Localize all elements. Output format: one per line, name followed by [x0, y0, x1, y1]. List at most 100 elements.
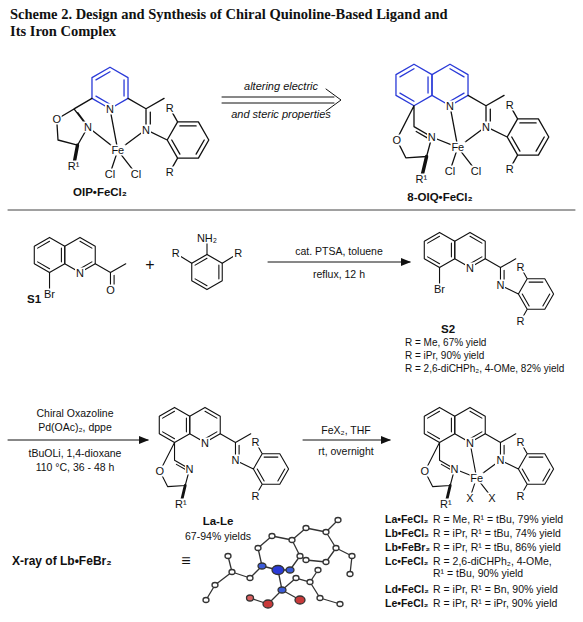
atom-label: R — [516, 262, 526, 273]
oiq-complex — [396, 64, 549, 178]
structure-stroke — [315, 568, 321, 573]
compound-label: La•FeCl₂ — [385, 513, 428, 525]
structure-stroke — [57, 98, 118, 166]
atom-label: N — [185, 464, 195, 475]
atom-label: N — [481, 121, 491, 132]
structure-stroke — [293, 576, 299, 581]
atom-label: O — [391, 134, 402, 145]
structure-stroke — [212, 583, 218, 588]
scheme-title: Scheme 2. Design and Synthesis of Chiral… — [10, 6, 450, 41]
atom-label: R — [251, 490, 261, 501]
compound-label: Ld•FeCl₂ — [385, 583, 429, 595]
compound-label: Lb•FeBr₂ — [385, 541, 430, 553]
aniline-structure — [178, 241, 235, 289]
reaction-arrow — [303, 440, 390, 441]
atom-label: R — [165, 103, 175, 114]
structure-stroke — [34, 237, 64, 272]
condition-text: 110 °C, 36 - 48 h — [36, 461, 115, 473]
atom-label: R¹ — [67, 161, 81, 172]
atom-label: O — [51, 114, 62, 125]
oip-complex — [57, 67, 209, 174]
compound-label: S1 — [27, 293, 41, 306]
annotation-text: and steric properties — [231, 108, 331, 121]
structure-stroke — [396, 64, 432, 106]
atom-label: R — [165, 166, 175, 177]
atom-label: R — [505, 100, 515, 111]
yield-text: R = Me, R¹ = tBu, 79% yield — [433, 513, 563, 525]
structure-stroke — [192, 254, 222, 289]
atom-label: R — [516, 437, 526, 448]
structure-stroke — [450, 106, 486, 171]
atom-label: Br — [43, 288, 56, 299]
atom-label: Br — [433, 283, 446, 294]
atom-label: R¹ — [174, 499, 188, 510]
structure-stroke — [303, 558, 309, 563]
structure-stroke — [229, 570, 235, 575]
structure-stroke — [289, 538, 295, 543]
compound-label: La-Le — [203, 515, 234, 528]
yield-text: R = iPr, R¹ = tBu, 74% yield — [433, 527, 561, 539]
atom-label: Fe — [450, 142, 465, 153]
compound-label: S2 — [441, 323, 455, 336]
structure-stroke — [323, 560, 329, 565]
complex-structure — [424, 407, 553, 504]
condition-text: Chiral Oxazoline — [36, 407, 113, 419]
atom-label: R — [516, 490, 526, 501]
yield-text: R = iPr, 90% yield — [405, 350, 484, 362]
atom-label: N — [230, 455, 240, 466]
equivalence-sign: ≡ — [181, 552, 190, 570]
atom-label: X — [487, 492, 496, 503]
atom-label: N — [495, 280, 505, 291]
yield-text: R = iPr, R¹ = tBu, 86% yield — [433, 541, 561, 553]
atom-label: N — [105, 103, 115, 114]
structure-stroke — [295, 596, 305, 604]
structure-stroke — [347, 572, 353, 577]
yield-text: R = Me, 67% yield — [405, 337, 486, 349]
structure-stroke — [110, 109, 146, 174]
plus-sign: + — [145, 256, 154, 274]
structure-stroke — [424, 407, 454, 442]
atom-label: N — [141, 124, 151, 135]
condition-text: Pd(OAc)₂, dppe — [38, 421, 112, 433]
xray-label: X-ray of Lb•FeBr₂ — [12, 555, 112, 569]
structure-stroke — [278, 587, 286, 593]
compound-label: 8-OIQ•FeCl₂ — [407, 191, 472, 204]
structure-stroke — [263, 600, 273, 608]
structure-stroke — [247, 595, 254, 601]
structure-stroke — [486, 105, 549, 169]
reaction-arrow — [8, 440, 148, 441]
compound-label: Lb•FeCl₂ — [385, 527, 429, 539]
compound-label: OIP•FeCl₂ — [73, 186, 127, 199]
structure-stroke — [500, 442, 553, 496]
structure-stroke — [323, 530, 329, 535]
atom-label: Cl — [104, 168, 116, 179]
atom-label: R — [505, 163, 515, 174]
atom-label: O — [155, 466, 166, 477]
atom-label: Cl — [130, 168, 142, 179]
structure-stroke — [307, 580, 313, 585]
atom-label: X — [465, 492, 474, 503]
structure-stroke — [178, 241, 235, 263]
condition-text: cat. PTSA, toluene — [295, 245, 383, 257]
atom-label: O — [105, 285, 116, 296]
atom-label: R — [233, 248, 243, 259]
atom-label: NH₂ — [196, 232, 218, 243]
condition-text: reflux, 12 h — [313, 268, 365, 280]
structure-stroke — [247, 576, 253, 581]
structure-stroke — [159, 407, 189, 442]
atom-label: N — [495, 455, 505, 466]
annotation-text: altering electric — [244, 80, 318, 93]
divider — [8, 210, 575, 211]
structure-stroke — [470, 443, 500, 498]
atom-label: R — [171, 248, 181, 259]
atom-label: R¹ — [439, 499, 453, 510]
atom-label: N — [200, 437, 210, 448]
yield-text: R = 2,6-diCHPh₂, 4-OMe, R¹ = tBu, 90% yi… — [433, 555, 561, 579]
structure-stroke — [303, 526, 309, 531]
structure-stroke — [335, 518, 341, 523]
condition-text: FeX₂, THF — [321, 424, 370, 436]
structure-stroke — [255, 546, 261, 551]
reaction-arrow — [268, 262, 410, 263]
structure-stroke — [500, 267, 553, 321]
atom-label: N — [445, 100, 455, 111]
